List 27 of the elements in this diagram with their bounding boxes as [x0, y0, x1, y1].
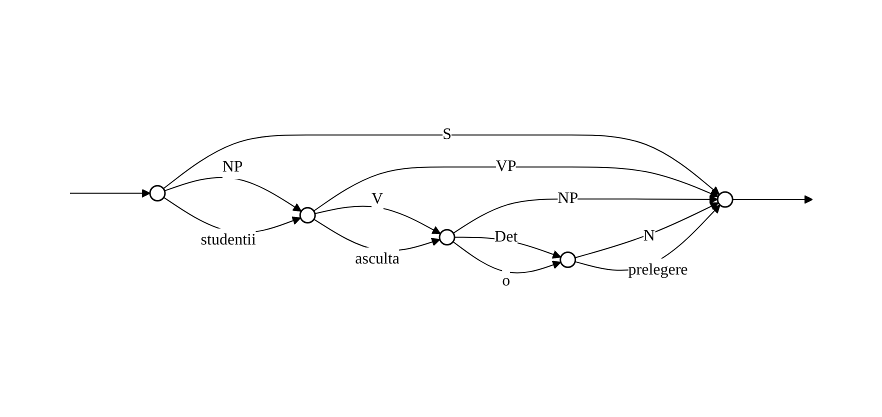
- arrow: [454, 237, 561, 259]
- edge-label: prelegere: [628, 262, 688, 279]
- arrow: [452, 195, 718, 234]
- edge-label: N: [643, 228, 655, 245]
- edge-label: S: [442, 126, 452, 144]
- arrow: [312, 166, 718, 212]
- arrow: [732, 195, 813, 204]
- edge-label: Det: [494, 228, 518, 246]
- edge-label: o: [502, 272, 510, 290]
- node-circle: [438, 229, 455, 246]
- node-circle: [148, 185, 166, 202]
- node-circle: [559, 252, 576, 268]
- arrow: [162, 134, 720, 196]
- arrow: [574, 204, 720, 272]
- edge-label: asculta: [354, 250, 400, 268]
- edge-label: VP: [496, 158, 516, 176]
- arrow: [69, 189, 150, 198]
- edge-label: NP: [557, 190, 578, 208]
- arrow: [574, 202, 718, 259]
- edge-label: studentii: [200, 232, 256, 249]
- arrow: [164, 177, 302, 212]
- arrow: [314, 206, 441, 234]
- node-circle: [716, 192, 734, 208]
- node-circle: [299, 207, 316, 224]
- edge-label: V: [371, 190, 383, 208]
- arrow: [452, 242, 561, 274]
- edge-label: NP: [222, 158, 242, 176]
